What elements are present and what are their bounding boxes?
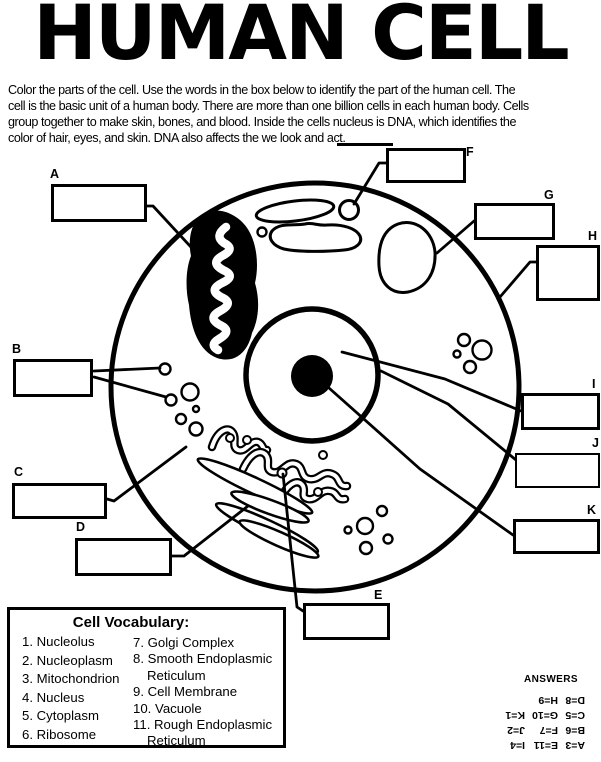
pointer-j [379,369,518,462]
vocabulary-column-right: 7. Golgi Complex 8. Smooth Endoplasmic R… [133,635,272,750]
label-letter-k: K [587,503,597,517]
label-box-d[interactable] [75,538,172,576]
vocab-item: 1. Nucleolus [22,634,95,649]
pointer-b1 [92,366,162,373]
pointer-lines [92,161,538,613]
nucleus-circle [243,306,381,444]
label-box-k[interactable] [513,519,600,554]
label-letter-e: E [374,588,383,602]
vocab-item: 7. Golgi Complex [133,635,235,650]
ribosome-cluster-golgi [343,504,394,556]
vocab-item: 8. Smooth Endoplasmic [133,651,273,667]
pointer-c [105,445,188,503]
answers-row: A=3 E=11 I=4 [503,738,585,751]
vocabulary-box: Cell Vocabulary: 1. Nucleolus 2. Nucleop… [7,607,286,748]
label-letter-h: H [588,229,598,243]
label-letter-b: B [12,342,22,356]
vocab-item-wrap: Reticulum [147,733,206,749]
answer-cell: E=11 [533,739,558,751]
vocab-item: 4. Nucleus [22,689,85,705]
cell-membrane-circle [108,180,522,594]
label-box-g[interactable] [474,203,555,240]
label-letter-g: G [544,188,554,202]
answer-cell: K=1 [505,709,525,721]
label-letter-c: C [14,465,24,479]
nucleolus-dot [291,355,333,397]
ribosome-cluster-right [452,332,493,375]
pointer-e [281,472,305,613]
intro-line: group together to make skin, bones, and … [8,115,517,129]
answer-cell [503,693,525,706]
pointer-a [145,204,204,261]
label-box-i[interactable] [521,393,600,430]
mitochondrion-cristae [209,222,234,355]
intro-line: Color the parts of the cell. Use the wor… [8,83,516,97]
vocab-item: 10. Vacuole [133,700,202,716]
label-box-c[interactable] [12,483,107,519]
vocabulary-title: Cell Vocabulary: [72,614,190,631]
vocabulary-column-left: 1. Nucleolus 2. Nucleoplasm 3. Mitochond… [22,633,120,745]
pointer-k [327,386,515,537]
label-box-f[interactable] [386,148,466,183]
intro-line: color of hair, eyes, and skin. DNA also … [8,131,346,145]
label-letter-j: J [592,436,599,450]
answers-row: D=8 H=9 [503,693,585,706]
label-letter-d: D [76,520,86,534]
answer-cell: A=3 [565,739,585,751]
stray-underline-mark [337,143,393,146]
vocab-item: 6. Ribosome [22,726,97,742]
answer-cell: I=4 [510,739,525,751]
smooth-er-stack [196,457,320,559]
answers-row: C=5 G=10 K=1 [503,708,585,721]
vocab-item: 3. Mitochondrion [22,671,120,687]
vocab-item: 11. Rough Endoplasmic [133,717,273,733]
answer-cell: B=6 [565,724,585,736]
golgi-complex-top [254,198,363,253]
answers-key-upside-down: A=3 E=11 I=4 B=6 F=7 J=2 C=5 G=10 K=1 D=… [503,689,585,751]
intro-line: cell is the basic unit of a human body. … [8,99,529,113]
label-box-b[interactable] [13,359,93,397]
answer-cell: H=9 [538,694,558,706]
vocab-item: 2. Nucleoplasm [22,652,113,668]
label-box-j[interactable] [515,453,600,488]
ribosome-cluster-left [158,362,204,437]
mitochondrion-shape [186,210,259,360]
answer-cell: G=10 [532,709,558,721]
label-letter-f: F [466,145,474,159]
label-box-e[interactable] [303,603,390,640]
page-title: HUMAN CELL [33,0,569,77]
vocab-item: 5. Cytoplasm [22,708,99,724]
answer-cell: C=5 [565,709,585,721]
pointer-f [352,161,388,206]
rough-er-squiggles [207,425,352,504]
label-box-h[interactable] [536,245,600,301]
vocab-item-wrap: Reticulum [147,667,206,683]
vacuole-shape [377,221,437,294]
pointer-d [170,504,250,558]
vocab-item: 9. Cell Membrane [133,684,238,700]
pointer-i [340,350,523,413]
pointer-h [498,260,538,299]
answer-cell: J=2 [507,724,525,736]
label-letter-i: I [592,377,596,391]
pointer-g [435,219,476,255]
answer-cell: F=7 [539,724,558,736]
pointer-b2 [92,375,168,399]
answers-heading: ANSWERS [524,674,578,685]
label-letter-a: A [50,167,60,181]
label-box-a[interactable] [51,184,147,222]
intro-paragraph: Color the parts of the cell. Use the wor… [8,82,601,146]
answers-row: B=6 F=7 J=2 [503,723,585,736]
answer-cell: D=8 [565,694,585,706]
